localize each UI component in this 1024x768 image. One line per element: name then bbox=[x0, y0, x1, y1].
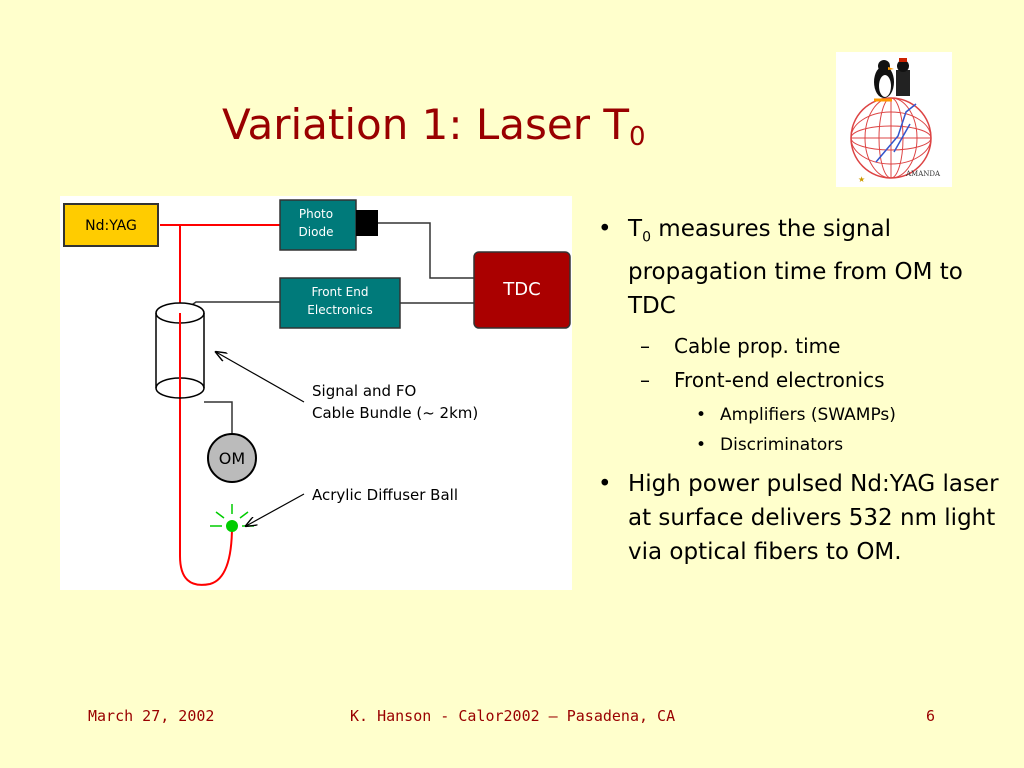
cable-bundle-cylinder bbox=[155, 302, 205, 399]
bullet-discriminators: Discriminators bbox=[592, 433, 1012, 457]
diffuser-ball-icon bbox=[210, 504, 254, 532]
footer-author: K. Hanson - Calor2002 – Pasadena, CA bbox=[350, 707, 676, 725]
tdc-box bbox=[473, 251, 571, 329]
bullet-list: T0 measures the signal propagation time … bbox=[592, 212, 1012, 575]
slide-title: Variation 1: Laser T0 bbox=[222, 100, 646, 152]
photo-diode-label-2: Diode bbox=[299, 225, 334, 239]
cable-bundle-label-1: Signal and FO bbox=[312, 382, 416, 400]
bullet-t0: T0 measures the signal propagation time … bbox=[592, 212, 1012, 323]
front-end-box bbox=[279, 277, 401, 329]
diffuser-arrow bbox=[246, 493, 305, 526]
bullet-t0-symbol: T bbox=[628, 216, 643, 242]
amanda-logo-icon: ★ bbox=[836, 52, 952, 187]
bullet-laser: High power pulsed Nd:YAG laser at surfac… bbox=[592, 467, 1012, 569]
bullet-t0-subscript: 0 bbox=[642, 229, 651, 246]
bullet-cable-prop: Cable prop. time bbox=[592, 329, 1012, 363]
diagram-canvas: Nd:YAG Photo Diode Front End Electronics… bbox=[63, 199, 571, 586]
bullet-front-end: Front-end electronics bbox=[592, 363, 1012, 397]
svg-text:★: ★ bbox=[858, 175, 865, 184]
om-sphere bbox=[207, 433, 257, 483]
slide-title-main: Variation 1: Laser T bbox=[222, 100, 630, 149]
footer-page-number: 6 bbox=[926, 707, 936, 725]
amanda-logo-label: AMANDA bbox=[906, 170, 941, 178]
amanda-globe-icon: ★ bbox=[850, 58, 932, 184]
optical-fiber bbox=[160, 224, 280, 586]
ndyag-label: Nd:YAG bbox=[85, 218, 137, 234]
bullet-amplifiers: Amplifiers (SWAMPs) bbox=[592, 403, 1012, 427]
tdc-label: TDC bbox=[502, 279, 540, 300]
front-end-label-2: Electronics bbox=[307, 303, 372, 317]
photo-diode-detector bbox=[356, 210, 378, 236]
diode-to-tdc-wire bbox=[378, 222, 474, 279]
diffuser-label: Acrylic Diffuser Ball bbox=[312, 486, 458, 504]
cable-bundle-label-2: Cable Bundle (~ 2km) bbox=[312, 404, 478, 422]
cable-bundle-arrow bbox=[216, 352, 305, 403]
slide-title-subscript: 0 bbox=[629, 122, 646, 152]
photo-diode-label-1: Photo bbox=[299, 207, 333, 221]
om-label: OM bbox=[219, 449, 245, 468]
front-end-label-1: Front End bbox=[312, 285, 369, 299]
laser-t0-diagram: Nd:YAG Photo Diode Front End Electronics… bbox=[60, 196, 572, 590]
bullet-t0-text: measures the signal propagation time fro… bbox=[628, 216, 963, 319]
footer-date: March 27, 2002 bbox=[88, 707, 215, 725]
ndyag-box bbox=[63, 203, 159, 247]
cable-to-om-wire bbox=[204, 401, 233, 434]
